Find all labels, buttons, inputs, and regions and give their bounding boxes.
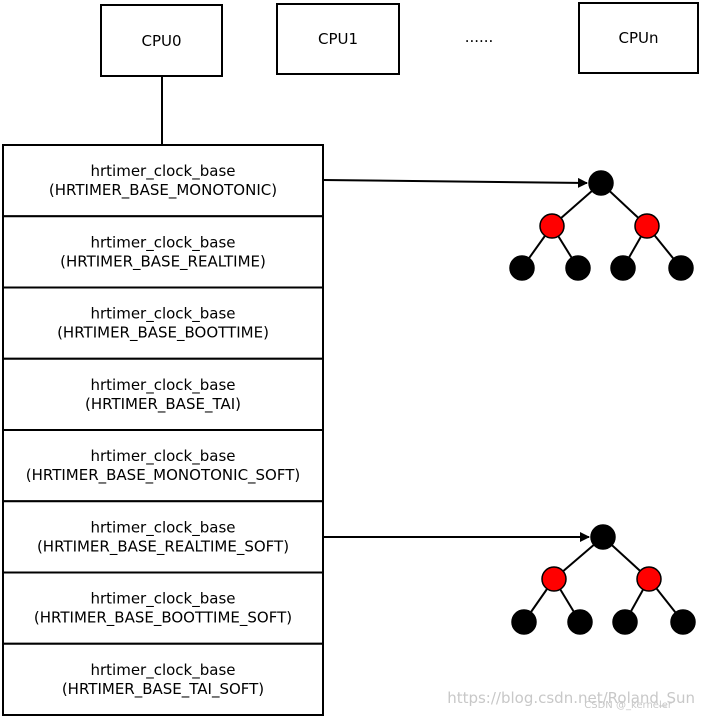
cpu0-box: CPU0 — [100, 4, 223, 77]
clock-base-cell: hrtimer_clock_base(HRTIMER_BASE_MONOTONI… — [2, 429, 324, 503]
clock-base-id: (HRTIMER_BASE_MONOTONIC) — [49, 181, 277, 200]
clock-base-cell: hrtimer_clock_base(HRTIMER_BASE_MONOTONI… — [2, 144, 324, 218]
clock-base-name: hrtimer_clock_base — [90, 590, 235, 609]
clock-base-cell: hrtimer_clock_base(HRTIMER_BASE_TAI) — [2, 357, 324, 431]
clock-base-name: hrtimer_clock_base — [90, 233, 235, 252]
cpun-label: CPUn — [618, 29, 658, 47]
clock-base-id: (HRTIMER_BASE_BOOTTIME) — [57, 324, 269, 343]
cpu1-label: CPU1 — [318, 30, 358, 48]
clock-base-cell: hrtimer_clock_base(HRTIMER_BASE_REALTIME… — [2, 500, 324, 574]
clock-base-id: (HRTIMER_BASE_BOOTTIME_SOFT) — [34, 609, 292, 628]
watermark-credit: CSDN @_kerneler — [584, 700, 673, 711]
clock-base-id: (HRTIMER_BASE_REALTIME) — [60, 252, 266, 271]
tree-leaf-black-node — [670, 609, 696, 635]
clock-base-name: hrtimer_clock_base — [90, 447, 235, 466]
clock-base-cell: hrtimer_clock_base(HRTIMER_BASE_REALTIME… — [2, 215, 324, 289]
clock-base-id: (HRTIMER_BASE_TAI) — [85, 395, 241, 414]
clock-base-name: hrtimer_clock_base — [90, 661, 235, 680]
tree-leaf-black-node — [612, 609, 638, 635]
clock-base-id: (HRTIMER_BASE_TAI_SOFT) — [62, 680, 264, 699]
clock-base-name: hrtimer_clock_base — [90, 518, 235, 537]
cpun-box: CPUn — [578, 2, 699, 74]
clock-base-cell: hrtimer_clock_base(HRTIMER_BASE_BOOTTIME… — [2, 286, 324, 360]
tree-red-node — [541, 566, 567, 592]
tree-leaf-black-node — [511, 609, 537, 635]
clock-base-cell: hrtimer_clock_base(HRTIMER_BASE_BOOTTIME… — [2, 571, 324, 645]
clock-base-name: hrtimer_clock_base — [90, 162, 235, 181]
clock-base-id: (HRTIMER_BASE_REALTIME_SOFT) — [37, 537, 289, 556]
tree-root-black-node — [590, 524, 616, 550]
tree-leaf-black-node — [509, 255, 535, 281]
tree-leaf-black-node — [567, 609, 593, 635]
tree-root-black-node — [588, 170, 614, 196]
watermark-url: https://blog.csdn.net/Roland_Sun — [447, 689, 695, 708]
rbtree-realtime-soft — [511, 524, 696, 635]
clock-base-name: hrtimer_clock_base — [90, 305, 235, 324]
tree-red-node — [634, 213, 660, 239]
cpu-ellipsis: ...... — [465, 28, 494, 46]
cpu0-label: CPU0 — [141, 32, 181, 50]
tree-leaf-black-node — [610, 255, 636, 281]
tree-red-node — [539, 213, 565, 239]
rbtree-monotonic — [509, 170, 694, 281]
clock-base-name: hrtimer_clock_base — [90, 376, 235, 395]
clock-base-id: (HRTIMER_BASE_MONOTONIC_SOFT) — [26, 466, 301, 485]
tree-leaf-black-node — [668, 255, 694, 281]
clock-base-stack: hrtimer_clock_base(HRTIMER_BASE_MONOTONI… — [2, 144, 324, 716]
tree-leaf-black-node — [565, 255, 591, 281]
cpu1-box: CPU1 — [276, 3, 400, 75]
clock-base-cell: hrtimer_clock_base(HRTIMER_BASE_TAI_SOFT… — [2, 642, 324, 716]
monotonic-arrow — [322, 177, 588, 188]
tree-red-node — [636, 566, 662, 592]
